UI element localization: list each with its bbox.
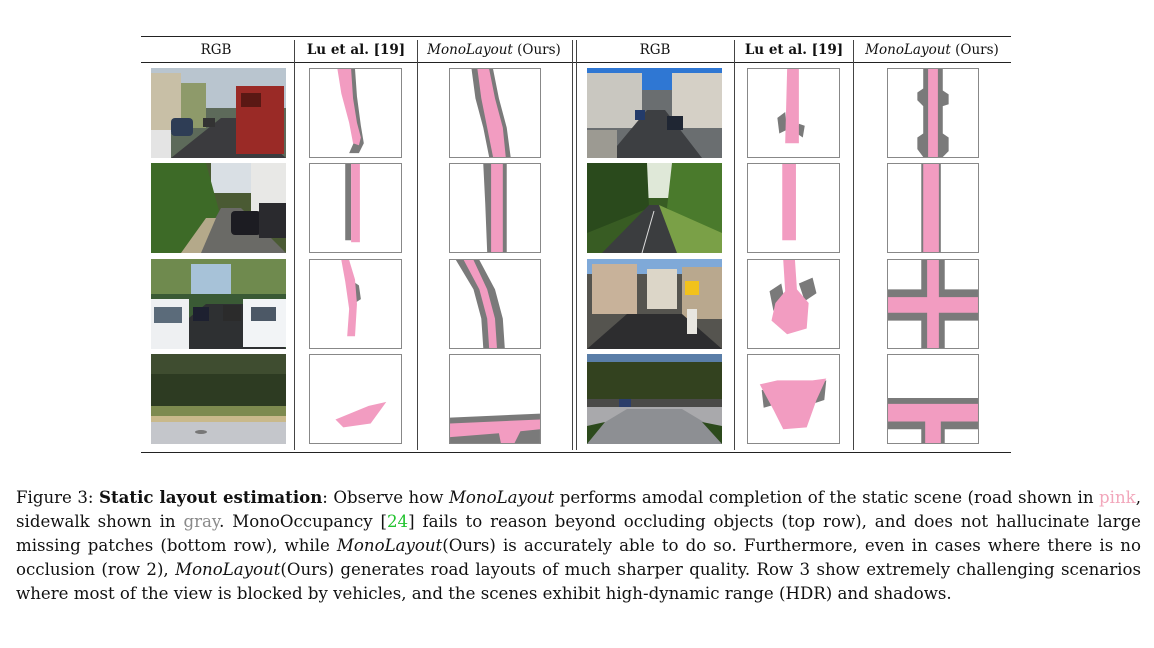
citation-link-24[interactable]: 24 bbox=[387, 512, 409, 531]
caption-text-1: : Observe how bbox=[322, 488, 449, 507]
lu-map-left-row2 bbox=[309, 163, 402, 253]
lu-map-left-row1 bbox=[309, 68, 402, 158]
lu-map-left-row3 bbox=[309, 259, 402, 349]
caption-name-3: MonoLayout bbox=[175, 560, 281, 579]
header-rgb-left: RGB bbox=[200, 42, 232, 58]
top-rule bbox=[141, 36, 1011, 37]
caption-name-2: MonoLayout bbox=[336, 536, 443, 555]
rgb-image-left-row1 bbox=[151, 68, 286, 158]
separator-1 bbox=[294, 40, 295, 450]
caption-text-7: (Ours) generates road layouts of much sh… bbox=[16, 560, 1141, 603]
caption-text-6: (Ours) is accurately able to do so. Furt… bbox=[16, 536, 1141, 579]
mono-map-left-row2 bbox=[449, 163, 541, 253]
header-mono-left-suffix: (Ours) bbox=[512, 42, 561, 58]
rgb-image-right-row1 bbox=[587, 68, 722, 158]
lu-map-left-row4 bbox=[309, 354, 402, 444]
separator-2 bbox=[417, 40, 418, 450]
caption-gray-word: gray bbox=[183, 512, 220, 531]
figure: RGB Lu et al. [19] MonoLayout (Ours) RGB… bbox=[141, 36, 1011, 453]
separator-5 bbox=[853, 40, 854, 450]
separator-3b bbox=[576, 40, 577, 450]
mono-map-left-row1 bbox=[449, 68, 541, 158]
caption-text-2: performs amodal completion of the static… bbox=[554, 488, 1100, 507]
mono-map-left-row4 bbox=[449, 354, 541, 444]
rgb-image-left-row4 bbox=[151, 354, 286, 444]
lu-map-right-row3 bbox=[747, 259, 840, 349]
mono-map-right-row3 bbox=[887, 259, 979, 349]
header-rgb-right: RGB bbox=[639, 42, 671, 58]
caption-text-3: , sidewalk shown in bbox=[16, 488, 1141, 531]
caption-text-4: . MonoOccupancy [ bbox=[219, 512, 387, 531]
mono-map-right-row4 bbox=[887, 354, 979, 444]
header-lu-right-text: Lu et al. [19] bbox=[744, 42, 844, 58]
rgb-image-right-row4 bbox=[587, 354, 722, 444]
bottom-rule bbox=[141, 452, 1011, 453]
header-mono-right-name: MonoLayout bbox=[865, 42, 951, 58]
lu-map-right-row1 bbox=[747, 68, 840, 158]
header-lu-left-text: Lu et al. [19] bbox=[306, 42, 406, 58]
mono-map-left-row3 bbox=[449, 259, 541, 349]
lu-map-right-row2 bbox=[747, 163, 840, 253]
rgb-image-right-row3 bbox=[587, 259, 722, 349]
mono-map-right-row1 bbox=[887, 68, 979, 158]
mono-map-right-row2 bbox=[887, 163, 979, 253]
header-mono-right-suffix: (Ours) bbox=[950, 42, 999, 58]
rgb-image-left-row3 bbox=[151, 259, 286, 349]
header-lu-left: Lu et al. [19] bbox=[297, 40, 415, 60]
header-lu-right: Lu et al. [19] bbox=[738, 40, 850, 60]
caption-label: Figure 3: bbox=[16, 488, 100, 507]
caption-pink-word: pink bbox=[1099, 488, 1136, 507]
caption-title: Static layout estimation bbox=[99, 487, 323, 507]
header-mono-left: MonoLayout (Ours) bbox=[420, 40, 568, 60]
header-mono-right: MonoLayout (Ours) bbox=[856, 40, 1008, 60]
separator-4 bbox=[734, 40, 735, 450]
header-mono-left-name: MonoLayout bbox=[427, 42, 513, 58]
separator-3a bbox=[572, 40, 573, 450]
lu-map-right-row4 bbox=[747, 354, 840, 444]
caption-name-1: MonoLayout bbox=[448, 488, 555, 507]
rgb-image-left-row2 bbox=[151, 163, 286, 253]
caption-text-5: ] fails to reason beyond occluding objec… bbox=[16, 512, 1141, 555]
rgb-image-right-row2 bbox=[587, 163, 722, 253]
figure-caption: Figure 3: Static layout estimation: Obse… bbox=[16, 485, 1141, 606]
